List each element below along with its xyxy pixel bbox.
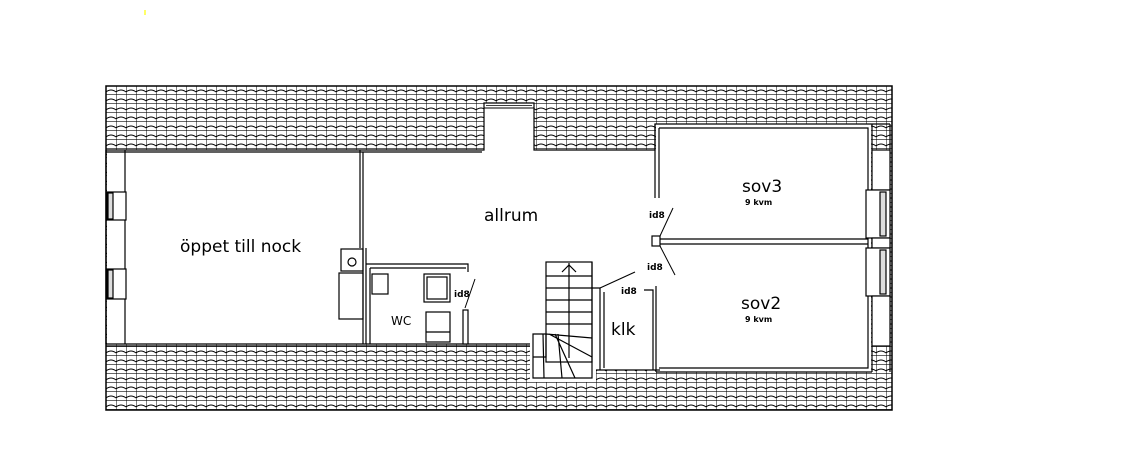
area-label-sov3: 9 kvm — [745, 198, 772, 207]
walls — [105, 102, 891, 379]
room-label-sov2: sov2 — [741, 294, 781, 314]
door-label-sov2: id8 — [647, 263, 663, 273]
yellow-speck — [144, 10, 146, 15]
room-label-sov3: sov3 — [742, 177, 782, 197]
room-label-allrum: allrum — [484, 206, 538, 226]
room-label-open: öppet till nock — [180, 237, 301, 257]
area-label-sov2: 9 kvm — [745, 315, 772, 324]
room-label-klk: klk — [611, 320, 636, 340]
interior-floor — [107, 103, 871, 382]
door-label-sov3: id8 — [649, 211, 665, 221]
door-label-klk: id8 — [621, 287, 637, 297]
room-label-wc: WC — [391, 314, 411, 328]
door-label-wc: id8 — [454, 290, 470, 300]
